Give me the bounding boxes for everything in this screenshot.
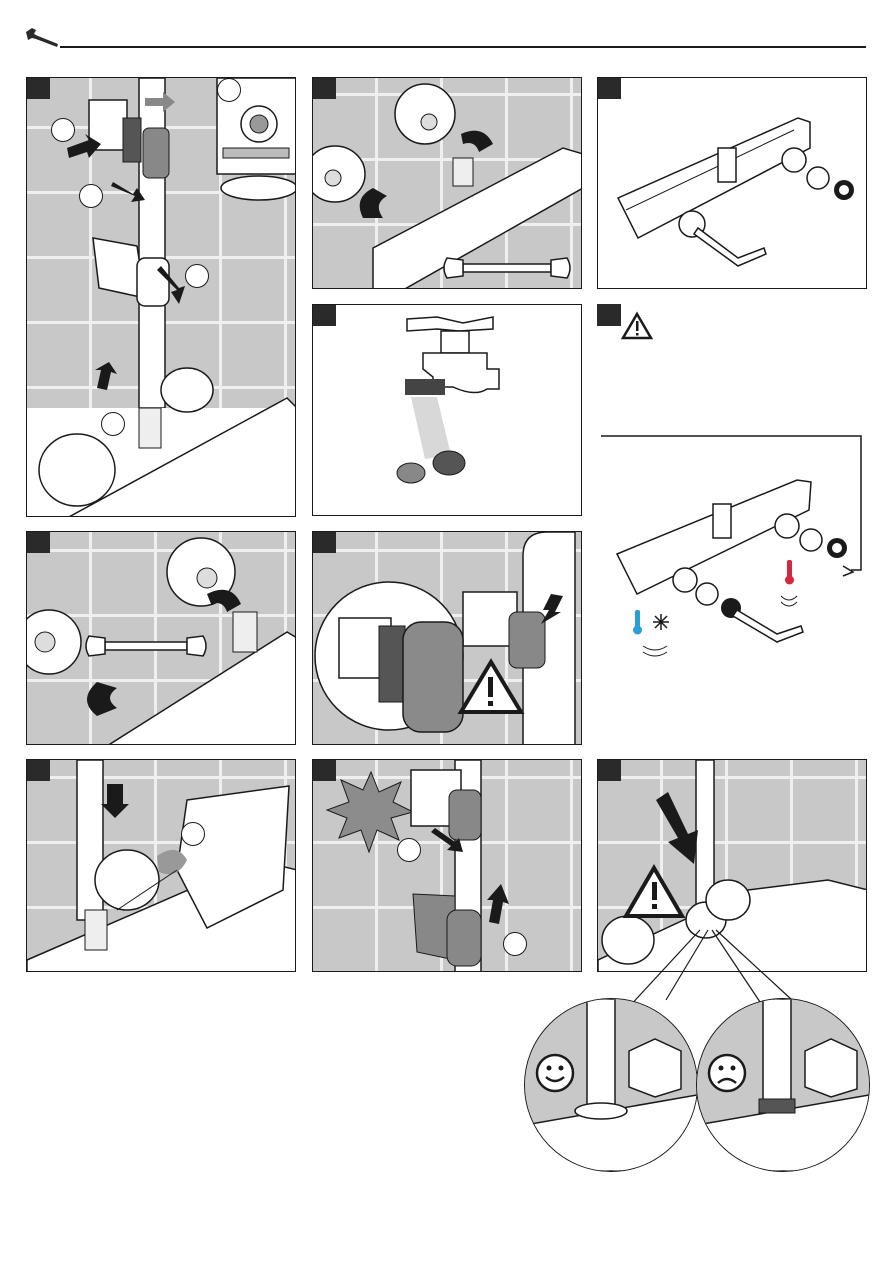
panel-7 <box>312 531 582 745</box>
zoom-detail-incorrect <box>696 998 870 1172</box>
panel-9 <box>312 759 582 972</box>
panel-number-tab <box>312 77 336 99</box>
open-end-wrench-icon <box>444 258 570 278</box>
panel-8 <box>26 759 296 972</box>
step-callout-3 <box>185 264 209 288</box>
panel-number-tab <box>26 759 50 781</box>
step-callout-2 <box>503 932 527 956</box>
header-wrench-icon <box>24 26 62 48</box>
panel-10 <box>597 759 867 972</box>
step-callout-5 <box>217 78 241 102</box>
allen-key-icon <box>694 228 766 266</box>
step-callout-1 <box>51 118 75 142</box>
panel-number-tab <box>312 759 336 781</box>
header-rule <box>60 46 866 48</box>
step-callout-1 <box>397 838 421 862</box>
zoom-detail-correct <box>524 998 698 1172</box>
warning-triangle-icon <box>626 868 682 916</box>
panel-number-tab <box>597 77 621 99</box>
warning-triangle-icon <box>461 662 521 712</box>
panel-number-tab <box>597 304 621 326</box>
thermometer-icon <box>781 560 797 606</box>
panel-4 <box>312 304 582 516</box>
panel-number-tab <box>597 759 621 781</box>
step-callout-1 <box>181 822 205 846</box>
warning-triangle-icon <box>623 314 651 338</box>
panel-3 <box>597 77 867 289</box>
step-callout-2 <box>79 184 103 208</box>
panel-5 <box>597 304 867 744</box>
panel-number-tab <box>312 531 336 553</box>
panel-number-tab <box>26 531 50 553</box>
sad-face-icon <box>707 1053 747 1093</box>
happy-face-icon <box>535 1053 575 1093</box>
panel-2 <box>312 77 582 289</box>
panel-1 <box>26 77 296 517</box>
panel-number-tab <box>26 77 50 99</box>
panel-number-tab <box>312 304 336 326</box>
step-callout-4 <box>101 412 125 436</box>
snowflake-icon <box>633 610 669 656</box>
panel-6 <box>26 531 296 745</box>
